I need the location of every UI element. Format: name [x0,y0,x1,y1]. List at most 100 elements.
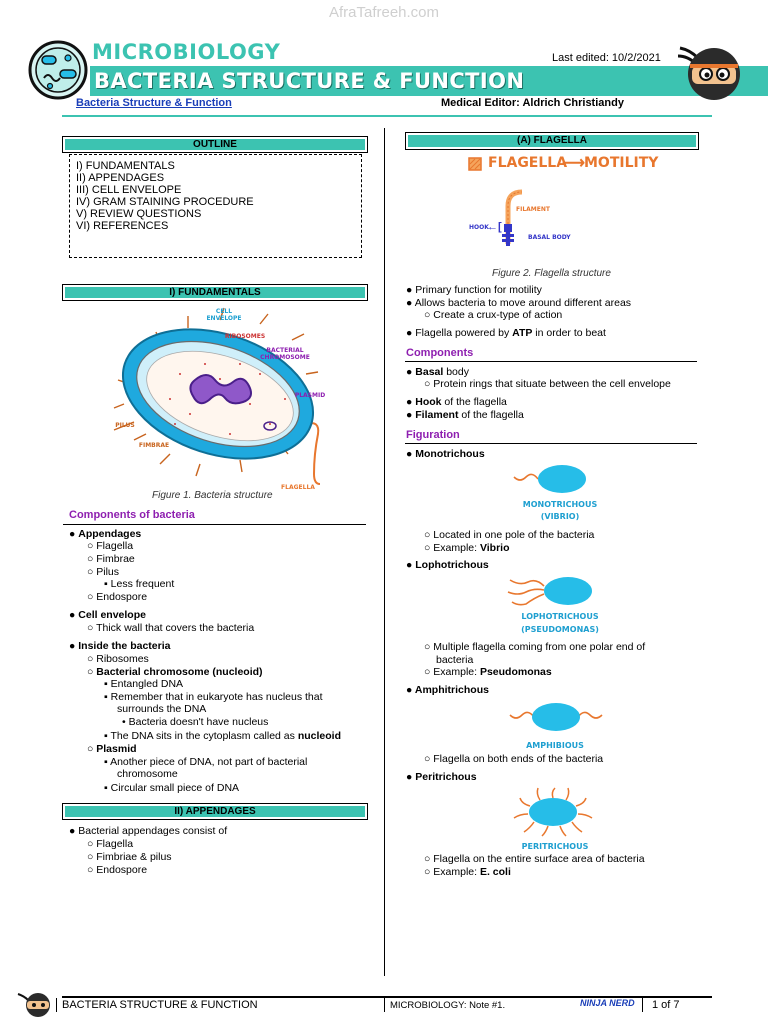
document-link[interactable]: Bacteria Structure & Function [76,97,232,109]
list-item: ○ Located in one pole of the bacteria [424,529,595,541]
outline-item[interactable]: V) REVIEW QUESTIONS [76,208,202,220]
list-item: ● Appendages [69,528,142,540]
footer-title: BACTERIA STRUCTURE & FUNCTION [62,999,258,1011]
label-filament: FILAMENT [516,206,550,213]
hook-bracket: ←[ [487,221,502,233]
footer-ninja-icon [16,990,54,1018]
footer-note: MICROBIOLOGY: Note #1. [390,1000,506,1011]
components-heading: Components [406,347,474,359]
footer-divider-left [56,998,57,1012]
lophotrichous-sublabel: (PSEUDOMONAS) [521,625,599,634]
list-item: ▪ Circular small piece of DNA [104,782,240,794]
label-flagella: FLAGELLA [281,484,315,491]
list-item: ○ Thick wall that covers the bacteria [87,622,255,634]
list-item: ○ Flagella on the entire surface area of… [424,853,645,865]
list-item: ○ Flagella [87,540,134,552]
label-pilus: PILUS [115,422,135,429]
lophotrichous-label: LOPHOTRICHOUS [521,612,599,621]
monotrichous-sublabel: (VIBRIO) [540,512,580,521]
list-item: ○ Fimbrae [87,553,135,565]
label-ribosomes: RIBOSOMES [224,333,266,340]
outline-box [69,154,362,258]
label-cell-envelope: CELL ENVELOPE [206,308,242,322]
list-item: ○ Fimbriae & pilus [87,851,172,863]
page-title: BACTERIA STRUCTURE & FUNCTION [94,69,525,93]
subject-title: MICROBIOLOGY [92,40,281,64]
list-item: ▪ Another piece of DNA, not part of bact… [104,756,308,768]
list-item: ○ Protein rings that situate between the… [424,378,671,390]
peritrichous-label: PERITRICHOUS [521,842,589,851]
list-item: ▪ Less frequent [104,578,175,590]
list-item: bacteria [436,654,474,666]
components-rule [63,524,366,525]
list-item: ○ Pilus [87,566,120,578]
components-of-bacteria-heading: Components of bacteria [69,509,195,521]
outline-item[interactable]: VI) REFERENCES [76,220,169,232]
monotrichous-title: ● Monotrichous [406,448,485,460]
arrow-right-icon: ⟶ [562,155,585,172]
label-basal-body: BASAL BODY [528,234,571,241]
list-item: ○ Flagella on both ends of the bacteria [424,753,604,765]
list-item: ○ Plasmid [87,743,137,755]
list-item: ▪ The DNA sits in the cytoplasm called a… [104,730,341,742]
flagella-structure-figure [496,188,556,250]
footer-divider-right [642,998,643,1012]
amphitrichous-figure [506,700,606,734]
list-item: ● Filament of the flagella [406,409,524,421]
list-item: ○ Flagella [87,838,134,850]
bacteria-structure-figure [110,304,340,490]
list-item: ○ Endospore [87,864,148,876]
list-item: ● Flagella powered by ATP in order to be… [406,327,606,339]
medical-editor: Medical Editor: Aldrich Christiandy [441,97,624,109]
banner-flagella: FLAGELLA [488,155,568,171]
list-item: surrounds the DNA [117,703,207,715]
label-bacterial-chromosome: BACTERIAL CHROMOSOME [260,347,310,361]
last-edited: Last edited: 10/2/2021 [552,52,661,64]
list-item: ○ Example: Vibrio [424,542,510,554]
figure-2-caption: Figure 2. Flagella structure [492,268,611,279]
header-rule [62,115,712,117]
appendages-heading: II) APPENDAGES [62,803,368,820]
figuration-rule [405,443,697,444]
peritrichous-figure [508,786,598,838]
flagella-motility-banner: FLAGELLA ⟶ MOTILITY [468,155,658,175]
list-item: ● Inside the bacteria [69,640,171,652]
ninja-mascot-icon [676,42,742,104]
list-item: ○ Endospore [87,591,148,603]
title-bar [90,66,768,96]
figure-1-caption: Figure 1. Bacteria structure [152,490,273,501]
banner-motility: MOTILITY [584,155,659,171]
footer-logo: NINJA NERD [580,998,635,1008]
list-item: ▪ Entangled DNA [104,678,184,690]
peritrichous-title: ● Peritrichous [406,771,477,783]
outline-item[interactable]: III) CELL ENVELOPE [76,184,182,196]
page-number: 1 of 7 [652,999,680,1011]
microbe-logo-icon [28,40,88,100]
amphitrichous-title: ● Amphitrichous [406,684,489,696]
list-item: ● Cell envelope [69,609,146,621]
list-item: • Bacteria doesn't have nucleus [122,716,269,728]
list-item: ● Primary function for motility [406,284,542,296]
list-item: ○ Create a crux-type of action [424,309,563,321]
monotrichous-label: MONOTRICHOUS [522,500,598,509]
outline-item[interactable]: II) APPENDAGES [76,172,165,184]
list-item: chromosome [117,768,178,780]
label-plasmid: PLASMID [294,392,326,399]
amphitrichous-label: AMPHIBIOUS [526,741,584,750]
orange-square-icon [468,157,482,171]
outline-item[interactable]: IV) GRAM STAINING PROCEDURE [76,196,254,208]
lophotrichous-figure [506,574,596,608]
components-rule [405,361,697,362]
label-fimbrae: FIMBRAE [138,442,170,449]
footer-divider-mid [384,998,385,1012]
lophotrichous-title: ● Lophotrichous [406,559,489,571]
list-item: ● Basal body [406,366,469,378]
list-item: ● Allows bacteria to move around differe… [406,297,632,309]
outline-heading: OUTLINE [62,136,368,153]
monotrichous-figure [508,462,588,496]
outline-item[interactable]: I) FUNDAMENTALS [76,160,175,172]
list-item: ○ Example: E. coli [424,866,511,878]
list-item: ○ Bacterial chromosome (nucleoid) [87,666,263,678]
list-item: ● Hook of the flagella [406,396,507,408]
footer-rule [62,996,712,998]
